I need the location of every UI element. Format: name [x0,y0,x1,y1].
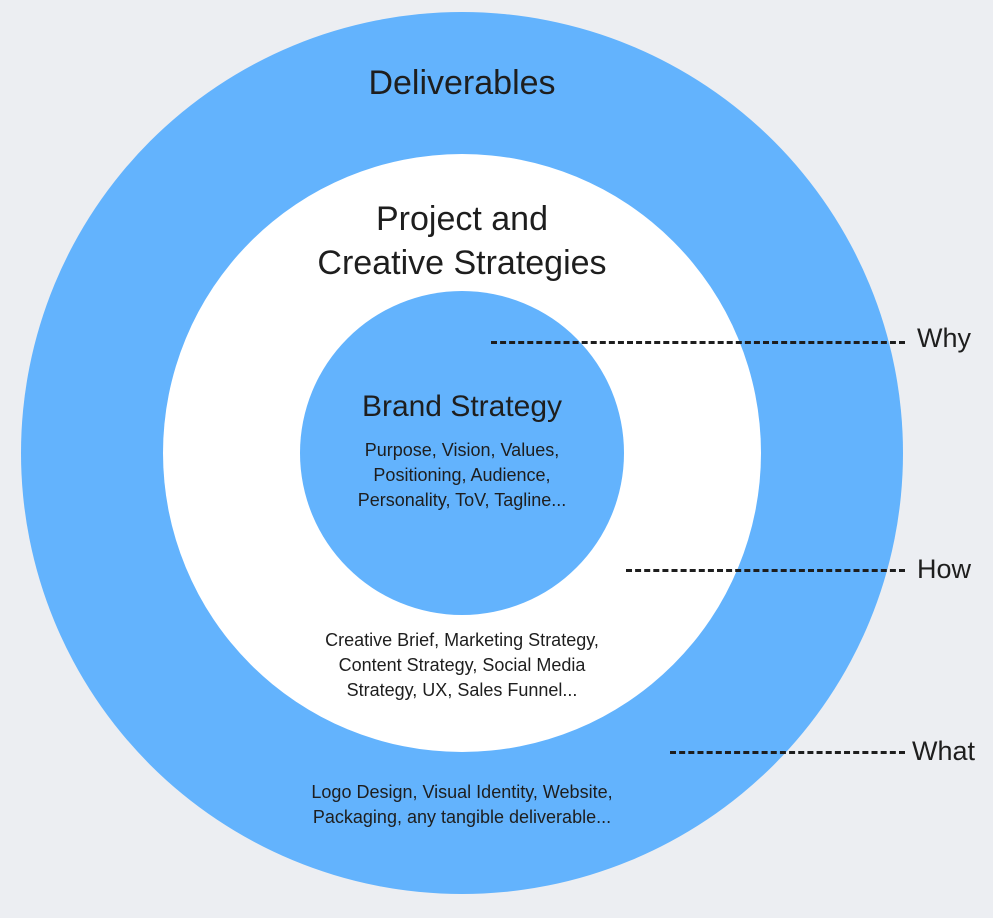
deliverables-description: Logo Design, Visual Identity, Website, P… [311,782,613,827]
how-label: How [917,554,972,584]
what-label: What [912,736,976,766]
brand-strategy-title: Brand Strategy [361,390,563,423]
brand-strategy-circle [300,291,624,615]
brand-strategy-description: Purpose, Vision, Values, Positioning, Au… [357,440,567,510]
why-dashed-line [491,341,905,344]
how-dashed-line [626,569,905,572]
project-strategies-title: Project and Creative Strategies [317,200,607,282]
deliverables-title: Deliverables [368,64,556,102]
project-strategies-description: Creative Brief, Marketing Strategy, Cont… [325,630,599,700]
what-dashed-line [670,751,905,754]
why-label: Why [917,323,971,353]
